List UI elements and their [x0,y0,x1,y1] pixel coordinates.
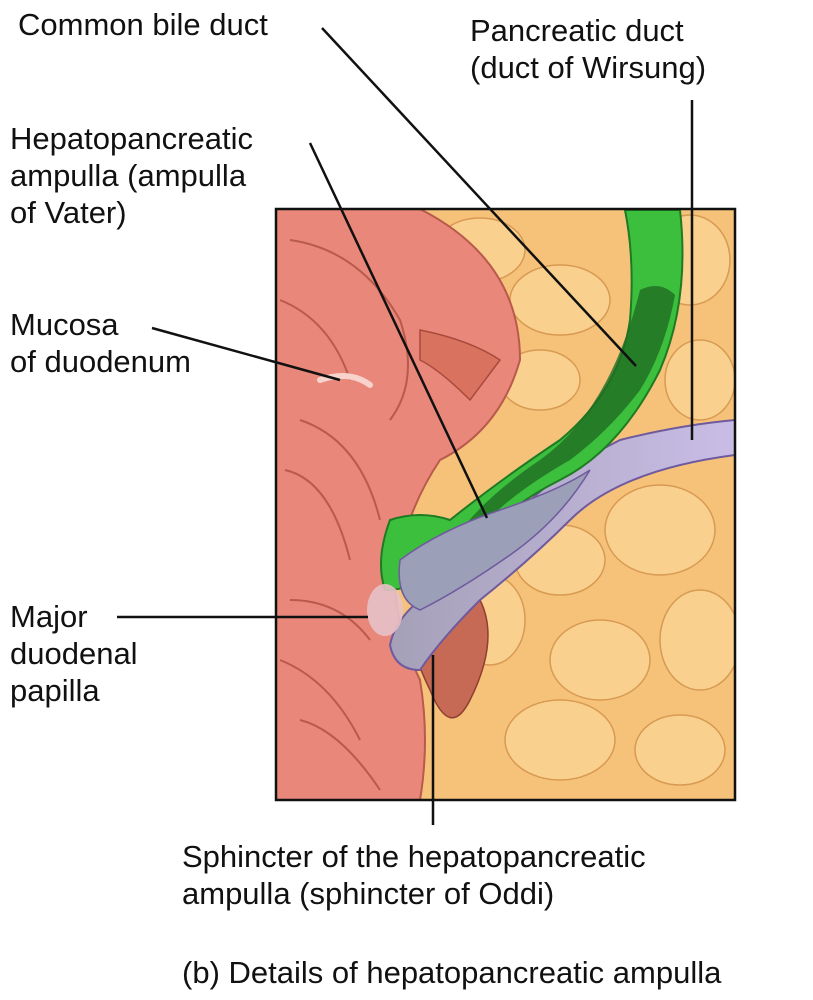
papilla-opening [367,584,403,636]
leader-lines [117,27,694,825]
leader-mucosa [151,326,341,382]
leader-common-bile-duct [321,27,637,367]
mucosa-highlight [317,373,373,388]
label-mucosa-of-duodenum: Mucosa of duodenum [10,307,191,379]
mucosa-folds [279,239,409,791]
leader-ampulla [308,142,489,519]
label-sphincter-of-oddi: Sphincter of the hepatopancreatic ampull… [182,839,646,911]
ampulla-lumen [398,469,591,611]
illustration-frame [274,207,737,802]
label-pancreatic-duct: Pancreatic duct (duct of Wirsung) [470,13,707,85]
label-major-duodenal-papilla: Major duodenal papilla [10,599,138,708]
figure-caption: (b) Details of hepatopancreatic ampulla [182,955,722,990]
label-hepatopancreatic-ampulla: Hepatopancreatic ampulla (ampulla of Vat… [10,121,253,230]
label-common-bile-duct: Common bile duct [18,7,268,42]
